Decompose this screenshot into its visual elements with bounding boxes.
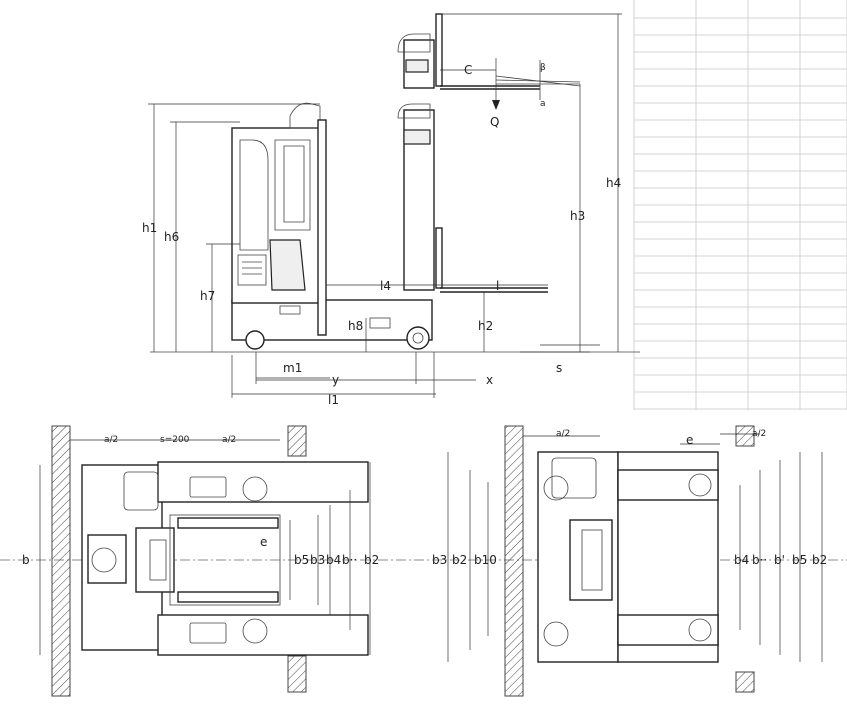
truck-chassis	[231, 299, 433, 341]
label-e-left: e	[260, 535, 267, 549]
label-a2-left-right: a/2	[556, 429, 570, 439]
label-y: y	[332, 373, 339, 387]
label-h6: h6	[164, 230, 179, 244]
label-s200: s=200	[160, 435, 190, 445]
top-view-right: a/2 e a/2 b3 b2 b10 b4 b·· b' b5 b2	[432, 425, 827, 697]
outer-mast	[317, 119, 327, 336]
label-e-right: e	[686, 433, 693, 447]
label-b2r-right: b2	[812, 553, 827, 567]
label-b4-left: b4	[326, 553, 341, 567]
rear-wheel	[245, 330, 265, 350]
fork-carriage-lowered	[435, 227, 443, 289]
label-a2-right: a/2	[222, 435, 236, 445]
label-bdots-right: b··	[752, 553, 767, 567]
label-b4-right: b4	[734, 553, 749, 567]
label-beta: β	[540, 63, 546, 73]
label-b2-right: b2	[452, 553, 467, 567]
label-l4: l4	[380, 279, 391, 293]
front-wheel	[406, 326, 430, 350]
top-view-left: a/2 s=200 a/2 e b b5 b3 b4 b·· b2	[22, 425, 379, 697]
label-c: C	[464, 63, 472, 77]
fork-carriage-raised	[435, 13, 443, 87]
wall-hatch-top-right	[735, 425, 755, 447]
rear-wheel-top	[87, 534, 127, 584]
background-grid	[633, 0, 847, 410]
label-b5-left: b5	[294, 553, 309, 567]
label-b2-left: b2	[364, 553, 379, 567]
wall-hatch-right-view	[504, 425, 524, 697]
label-h4: h4	[606, 176, 621, 190]
label-bprime-right: b'	[774, 553, 785, 567]
label-h1: h1	[142, 221, 157, 235]
right-wall-hatch-top	[287, 425, 307, 457]
wall-hatch-bottom-right	[735, 671, 755, 693]
label-s: s	[556, 361, 562, 375]
label-b3-left: b3	[310, 553, 325, 567]
label-b5-right: b5	[792, 553, 807, 567]
label-l: l	[496, 279, 499, 293]
label-l1: l1	[328, 393, 339, 407]
label-bdots-left: b··	[342, 553, 357, 567]
label-h2: h2	[478, 319, 493, 333]
right-wall-hatch-bottom	[287, 655, 307, 693]
label-h8: h8	[348, 319, 363, 333]
label-h3: h3	[570, 209, 585, 223]
left-wall-hatch	[51, 425, 71, 697]
operator-seat	[269, 239, 306, 291]
label-b10-right: b10	[474, 553, 497, 567]
label-b3-right: b3	[432, 553, 447, 567]
label-x: x	[486, 373, 493, 387]
label-q: Q	[490, 115, 499, 129]
side-view: h1 h6 h7 h8 h2 h3 h4 l4 l m1 y x l1 s C …	[142, 13, 640, 407]
label-a2-left: a/2	[104, 435, 118, 445]
label-alpha: a	[540, 99, 546, 109]
label-h7: h7	[200, 289, 215, 303]
label-m1: m1	[283, 361, 302, 375]
label-b-left: b	[22, 553, 30, 567]
label-a2-right-right: a/2	[752, 429, 766, 439]
